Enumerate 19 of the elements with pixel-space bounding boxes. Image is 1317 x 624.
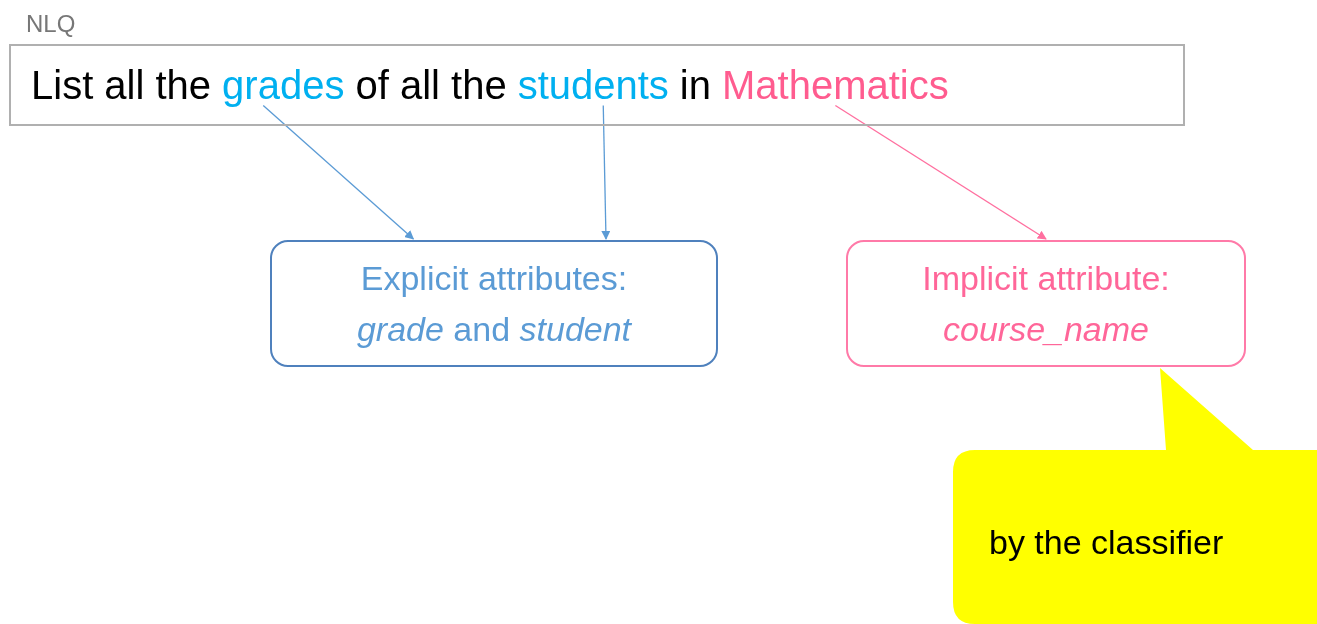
sentence-text: List all the	[31, 62, 212, 108]
arrow	[834, 104, 1047, 240]
attribute-text: course_name	[943, 308, 1149, 350]
sentence-text: of all the	[355, 62, 507, 108]
attribute-text: Implicit attribute:	[922, 257, 1170, 299]
highlighted-word: students	[517, 62, 669, 108]
highlighted-word: grades	[222, 62, 345, 108]
attribute-text: Explicit attributes:	[360, 257, 628, 299]
sentence-text: in	[679, 62, 711, 108]
query-box	[9, 44, 1185, 126]
attribute-box	[846, 240, 1246, 367]
highlighted-word: Mathematics	[722, 62, 949, 108]
callout-text: by the classifier	[989, 523, 1224, 562]
box-heading: NLQ	[26, 10, 76, 38]
arrow	[262, 104, 415, 240]
speech-bubble	[953, 368, 1317, 624]
attribute-text: grade and student	[356, 308, 632, 350]
attribute-box	[270, 240, 718, 367]
arrow	[601, 104, 611, 240]
